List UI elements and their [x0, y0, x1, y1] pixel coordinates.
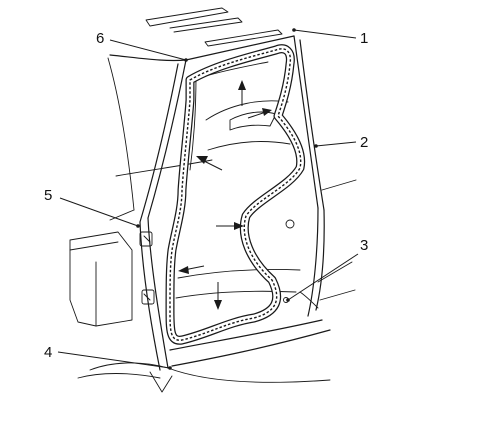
arrow-icon [214, 282, 222, 310]
arrow-icon [216, 222, 244, 230]
callout-4: 4 [44, 344, 52, 361]
roof-rails [145, 7, 283, 47]
callout-labels: 1 2 3 4 5 6 [44, 30, 368, 361]
callout-6: 6 [96, 30, 104, 47]
arrow-icon [196, 156, 223, 171]
callout-2: 2 [360, 134, 368, 151]
callout-1: 1 [360, 30, 368, 47]
direction-arrows [178, 80, 272, 310]
arrow-icon [178, 265, 205, 274]
callout-3: 3 [360, 237, 368, 254]
door-frame [69, 35, 357, 393]
weatherstrip-seal [165, 44, 306, 345]
arrow-icon [247, 108, 272, 119]
leader-lines [57, 28, 359, 370]
arrow-icon [238, 80, 246, 106]
callout-5: 5 [44, 187, 52, 204]
